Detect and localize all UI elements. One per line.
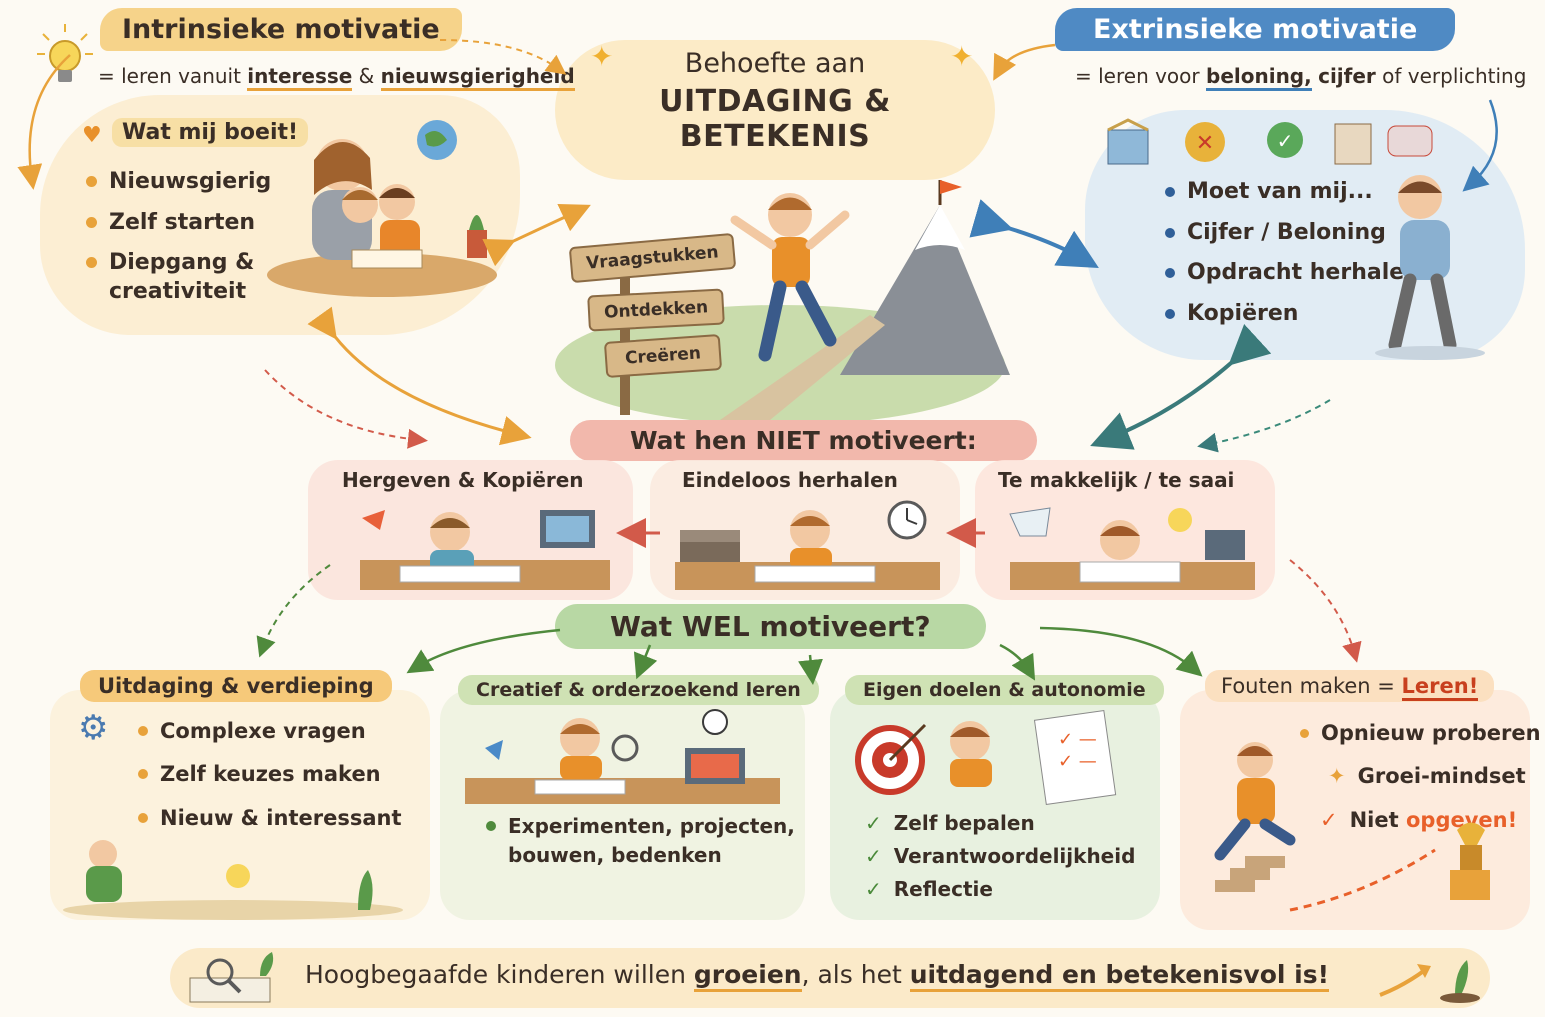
center-glow — [555, 40, 995, 180]
sign-discover: Ontdekken — [587, 288, 726, 332]
child-copying-illustration — [340, 500, 620, 595]
heart-icon: ♥ — [82, 123, 102, 148]
intrinsic-definition: = leren vanuit interesse & nieuwsgierigh… — [98, 64, 575, 91]
list-item: Opdracht herhalen — [1165, 259, 1420, 288]
extrinsic-title: Extrinsieke motivatie — [1093, 14, 1418, 45]
svg-text:✕: ✕ — [1196, 131, 1214, 156]
bored-child-walking-illustration — [1365, 165, 1495, 360]
card-challenge-list: Complexe vragen Zelf keuzes maken Nieuw … — [138, 718, 402, 832]
extrinsic-def-grade: cijfer — [1318, 64, 1376, 88]
list-item: ✓Verantwoordelijkheid — [865, 844, 1136, 868]
list-item: Moet van mij... — [1165, 178, 1420, 207]
svg-text:✓ —: ✓ — — [1058, 729, 1097, 750]
card-mistakes-list: Opnieuw proberen ✦Groei-mindset ✓Niet op… — [1300, 720, 1541, 834]
child-climbing-stairs-illustration — [1195, 730, 1515, 920]
extrinsic-title-banner: Extrinsieke motivatie — [1055, 8, 1456, 51]
card-autonomy-list: ✓Zelf bepalen ✓Verantwoordelijkheid ✓Ref… — [865, 810, 1135, 903]
list-item: Opnieuw proberen — [1300, 720, 1541, 747]
extrinsic-wash — [1085, 110, 1525, 360]
gear-icon: ⚙ — [78, 708, 109, 748]
arrow-intrinsic-down — [307, 306, 532, 446]
growth-arrow-icon — [1375, 950, 1485, 1005]
footer-meaningful: uitdagend en betekenisvol is! — [909, 960, 1330, 992]
child-thinking-illustration — [58, 840, 408, 920]
not-panel-copying-title: Hergeven & Kopiëren — [342, 468, 584, 492]
arrow-extrinsic-to-center — [993, 43, 1056, 81]
arrow-center-right-double — [969, 199, 1099, 268]
footer-wash — [170, 948, 1490, 1008]
arrow-wel-to-card4 — [1039, 626, 1203, 677]
list-item: Experimenten, projecten,bouwen, bedenken — [486, 812, 795, 870]
list-item: Nieuw & interessant — [138, 805, 402, 832]
intrinsic-subtitle: Wat mij boeit! — [112, 118, 309, 147]
card-autonomy-title: Eigen doelen & autonomie — [845, 675, 1164, 705]
not-motivating-banner: Wat hen NIET motiveert: — [570, 420, 1037, 461]
card-challenge-title: Uitdaging & verdieping — [80, 670, 392, 702]
not-panel-too-easy-title: Te makkelijk / te saai — [998, 468, 1235, 492]
arrow-wel-to-center — [798, 654, 823, 685]
card-creative — [440, 690, 805, 920]
list-item: ✓Niet opgeven! — [1300, 807, 1541, 834]
extrinsic-definition: = leren voor beloning, cijfer of verplic… — [1075, 64, 1526, 91]
reward-icons-row: ✕ ✓ — [1100, 112, 1440, 172]
svg-text:✓: ✓ — [1277, 129, 1294, 153]
list-item: Diepgang &creativiteit — [86, 249, 271, 306]
footer-grow: groeien — [693, 960, 802, 992]
arrow-wel-to-card1 — [406, 628, 561, 674]
list-item: Nieuwsgierig — [86, 168, 271, 197]
family-reading-illustration — [262, 110, 502, 300]
center-heading-line2: UITDAGING & BETEKENIS — [659, 84, 891, 154]
not-motivating-title: Wat hen NIET motiveert: — [630, 426, 977, 455]
sparkle-icon: ✦ — [1328, 764, 1346, 789]
intrinsic-title-banner: Intrinsieke motivatie — [100, 8, 462, 51]
intrinsic-title: Intrinsieke motivatie — [122, 14, 440, 45]
list-item: ✓Reflectie — [865, 877, 993, 901]
target-and-checklist-illustration: ✓ — ✓ — — [850, 705, 1150, 806]
child-bored-illustration — [990, 500, 1270, 595]
checkmark-icon: ✓ — [865, 811, 882, 835]
arrow-wel-to-card3 — [999, 643, 1036, 681]
lightbulb-icon — [35, 22, 95, 92]
list-item: Complexe vragen — [138, 718, 402, 745]
arrow-extrinsic-down — [1090, 324, 1272, 450]
star-icon: ✦ — [590, 40, 614, 73]
checkmark-icon: ✓ — [865, 844, 882, 868]
motivating-title: Wat WEL motiveert? — [610, 610, 931, 643]
list-item: Kopiëren — [1165, 300, 1420, 329]
not-panel-repeating-title: Eindeloos herhalen — [682, 468, 898, 492]
list-item: ✦Groei-mindset — [1300, 763, 1541, 790]
star-icon: ✦ — [950, 40, 974, 73]
child-experimenting-illustration — [455, 708, 790, 808]
checkmark-icon: ✓ — [1320, 807, 1338, 832]
arrow-dashed-right — [1197, 399, 1331, 453]
intrinsic-def-curiosity: nieuwsgierigheid — [380, 64, 575, 91]
arrow-not-to-card4 — [1289, 559, 1362, 663]
book-magnifier-icon — [180, 948, 290, 1008]
checkmark-icon: ✓ — [865, 877, 882, 901]
card-creative-list: Experimenten, projecten,bouwen, bedenken — [486, 812, 795, 870]
extrinsic-list: Moet van mij... Cijfer / Beloning Opdrac… — [1165, 178, 1420, 328]
intrinsic-list: Nieuwsgierig Zelf starten Diepgang &crea… — [86, 168, 271, 306]
card-mistakes-title-learn: Leren! — [1401, 674, 1479, 701]
list-item: ✓Zelf bepalen — [865, 811, 1035, 835]
svg-text:✓ —: ✓ — — [1058, 751, 1097, 772]
center-heading-line1: Behoefte aan — [684, 48, 866, 79]
list-item: Cijfer / Beloning — [1165, 219, 1420, 248]
extrinsic-def-reward: beloning, — [1206, 64, 1312, 91]
arrow-dashed-left — [264, 369, 428, 449]
list-item: Zelf starten — [86, 209, 271, 238]
card-creative-title: Creatief & orderzoekend leren — [458, 675, 819, 705]
footer-message: Hoogbegaafde kinderen willen groeien, al… — [305, 960, 1330, 992]
card-mistakes-title: Fouten maken = Leren! — [1205, 670, 1495, 702]
child-on-mountain-path-illustration — [540, 175, 1010, 425]
list-item: Zelf keuzes maken — [138, 761, 402, 788]
intrinsic-def-interest: interesse — [247, 64, 353, 91]
motivating-banner: Wat WEL motiveert? — [555, 604, 986, 649]
child-repeating-illustration — [665, 500, 950, 595]
